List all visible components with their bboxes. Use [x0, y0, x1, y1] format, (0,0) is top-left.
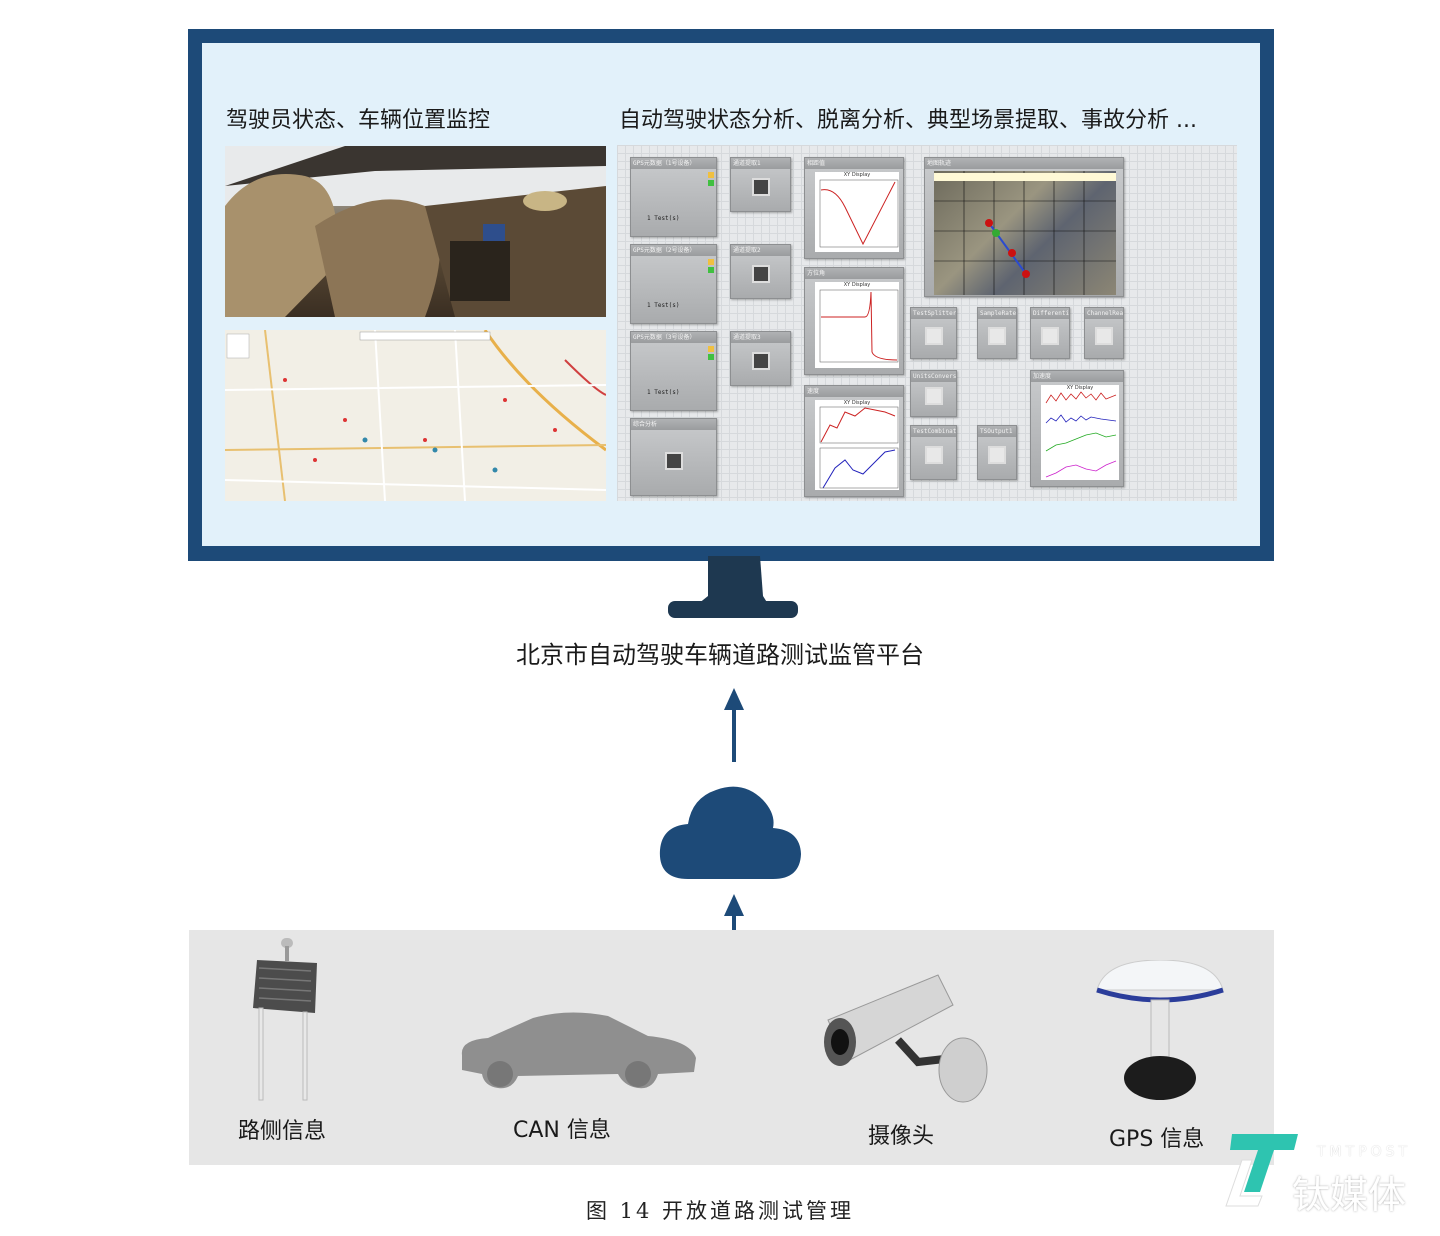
- node-channel-extract-1: 通道提取1: [730, 157, 791, 212]
- roadside-unit-icon: [253, 938, 317, 1101]
- cloud-icon: [659, 786, 801, 879]
- node-title: 通道提取1: [731, 158, 790, 169]
- source-label-camera: 摄像头: [868, 1124, 935, 1149]
- node-channel-extract-3: 通道提取3: [730, 331, 791, 386]
- source-label-gps: GPS 信息: [1109, 1127, 1205, 1152]
- node-subtitle: 1 Test(s): [647, 389, 680, 396]
- node-acceleration-plot: 加速度 XY Display: [1030, 370, 1124, 487]
- node-title: 速度: [805, 386, 903, 397]
- node-title: GPS元数据（3号设备）: [631, 332, 716, 343]
- node-channel-rearrange: ChannelRea.: [1084, 307, 1124, 359]
- node-title: TestSplitter2: [911, 308, 956, 319]
- node-ts-output: TSOutput1: [977, 425, 1017, 480]
- node-units-conversion: UnitsConversi: [910, 370, 957, 417]
- node-title: 综合分析: [631, 419, 716, 430]
- node-title: ChannelRea.: [1085, 308, 1123, 319]
- source-label-roadside: 路侧信息: [238, 1119, 327, 1144]
- cube-icon: [751, 265, 770, 284]
- node-subtitle: 1 Test(s): [647, 302, 680, 309]
- node-combined-analysis: 综合分析: [630, 418, 717, 496]
- node-gps3: GPS元数据（3号设备） 1 Test(s): [630, 331, 717, 411]
- node-title: 方位角: [805, 268, 903, 279]
- node-title: 加速度: [1031, 371, 1123, 382]
- cube-icon: [751, 352, 770, 371]
- tmtpost-watermark: TMTPOST 钛媒体: [1222, 1132, 1422, 1217]
- arrow-up-icon: [724, 688, 744, 762]
- node-azimuth-plot: 方位角 XY Display: [804, 267, 904, 375]
- plot-title: XY Display: [843, 400, 871, 406]
- cube-icon: [664, 451, 683, 470]
- node-gps1: GPS元数据（1号设备） 1 Test(s): [630, 157, 717, 237]
- platform-title: 北京市自动驾驶车辆道路测试监管平台: [516, 641, 924, 669]
- node-channel-extract-2: 通道提取2: [730, 244, 791, 299]
- node-map-track: 地图轨迹: [924, 157, 1124, 297]
- node-subtitle: 1 Test(s): [647, 215, 680, 222]
- analysis-workflow-screenshot: GPS元数据（1号设备） 1 Test(s) GPS元数据（2号设备） 1 Test…: [617, 145, 1237, 501]
- right-heading: 自动驾驶状态分析、脱离分析、典型场景提取、事故分析 ...: [619, 108, 1197, 133]
- node-differentiate: Differenti.: [1030, 307, 1070, 359]
- plot-title: XY Display: [843, 282, 871, 288]
- node-title: GPS元数据（2号设备）: [631, 245, 716, 256]
- sample-rate-icon: [988, 326, 1006, 345]
- node-test-combination: TestCombinati: [910, 425, 957, 480]
- left-heading: 驾驶员状态、车辆位置监控: [226, 108, 491, 133]
- node-sample-rate: SampleRate.: [977, 307, 1017, 359]
- source-label-can: CAN 信息: [513, 1118, 611, 1143]
- data-sources-panel: [189, 930, 1274, 1165]
- monitor-stand: [668, 556, 798, 618]
- node-title: 地图轨迹: [925, 158, 1123, 169]
- watermark-en: TMTPOST: [1317, 1144, 1412, 1160]
- car-silhouette-icon: [461, 1012, 696, 1089]
- node-title: SampleRate.: [978, 308, 1016, 319]
- vehicle-location-map: [225, 330, 606, 501]
- plot-title: XY Display: [843, 172, 871, 178]
- node-title: 通道提取2: [731, 245, 790, 256]
- tmtpost-logo-icon: [1225, 1134, 1298, 1207]
- node-title: GPS元数据（1号设备）: [631, 158, 716, 169]
- node-test-splitter: TestSplitter2: [910, 307, 957, 359]
- units-icon: [924, 386, 943, 405]
- combine-icon: [924, 446, 943, 465]
- node-distance-plot: 相距值 XY Display: [804, 157, 904, 259]
- node-speed-plot: 速度 XY Display: [804, 385, 904, 497]
- cube-icon: [751, 178, 770, 197]
- node-title: TestCombinati: [911, 426, 956, 437]
- node-title: UnitsConversi: [911, 371, 956, 382]
- security-camera-icon: [824, 974, 988, 1103]
- derivative-icon: [1041, 326, 1059, 345]
- watermark-cn: 钛媒体: [1292, 1173, 1407, 1217]
- figure-caption: 图 14 开放道路测试管理: [585, 1199, 855, 1223]
- save-icon: [988, 446, 1006, 465]
- car-interior-photo: [225, 146, 606, 317]
- channel-swap-icon: [1095, 326, 1113, 345]
- node-title: TSOutput1: [978, 426, 1016, 437]
- node-gps2: GPS元数据（2号设备） 1 Test(s): [630, 244, 717, 324]
- gps-antenna-icon: [1096, 960, 1224, 1100]
- node-title: 通道提取3: [731, 332, 790, 343]
- node-title: 相距值: [805, 158, 903, 169]
- plot-title: XY Display: [1066, 385, 1094, 391]
- node-title: Differenti.: [1031, 308, 1069, 319]
- splitter-icon: [924, 326, 943, 345]
